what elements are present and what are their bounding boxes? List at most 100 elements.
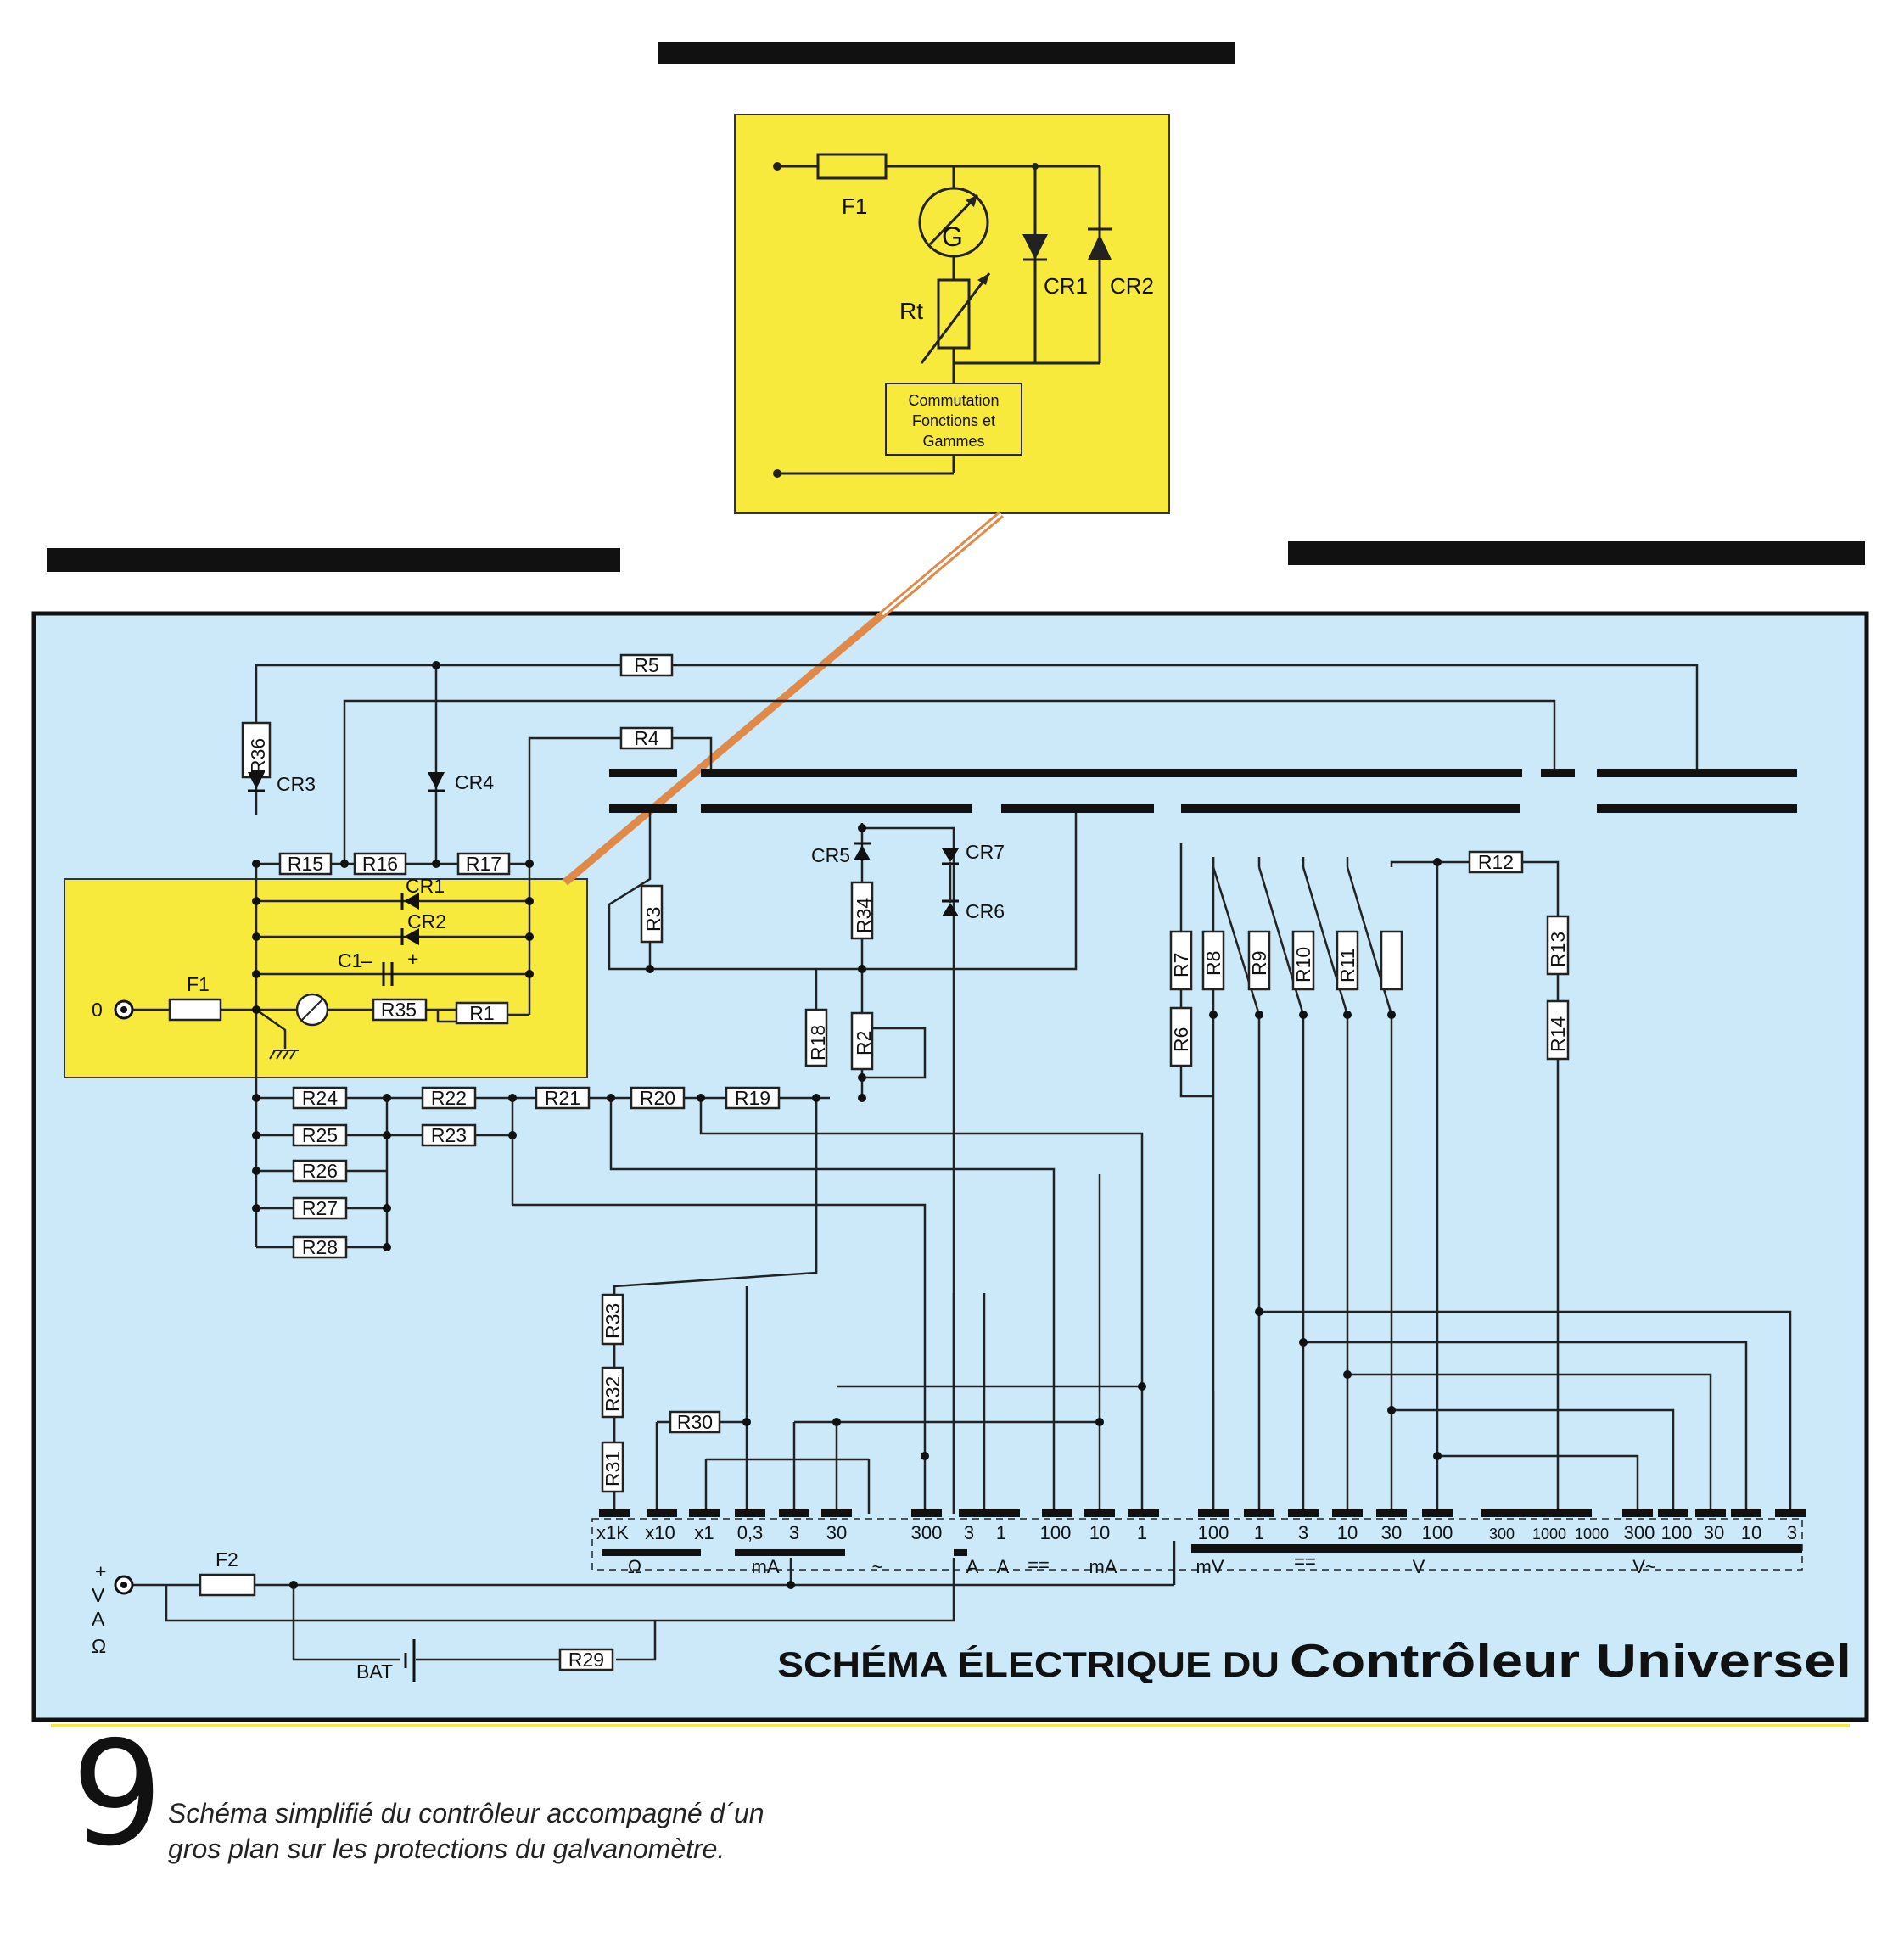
label-r33: R33 — [602, 1303, 624, 1339]
selector-label: 100 — [1198, 1522, 1229, 1543]
protection-highlight — [64, 878, 588, 1078]
selector-label: 100 — [1661, 1522, 1693, 1543]
selector-label: 30 — [826, 1522, 847, 1543]
diagram-title-part1: SCHÉMA ÉLECTRIQUE DU — [777, 1644, 1280, 1684]
label-r12: R12 — [1478, 851, 1514, 873]
selector-label: 100 — [1422, 1522, 1453, 1543]
label-r14: R14 — [1547, 1016, 1569, 1052]
inset-block-line2: Fonctions et — [912, 412, 995, 429]
label-cr2: CR2 — [407, 910, 446, 932]
caption-line-1: Schéma simplifié du contrôleur accompagn… — [168, 1798, 764, 1828]
label-r20: R20 — [640, 1087, 675, 1109]
selector-label: x1K — [596, 1522, 629, 1543]
label-r23: R23 — [431, 1124, 467, 1146]
label-r5: R5 — [634, 654, 658, 676]
figure-caption: Schéma simplifié du contrôleur accompagn… — [168, 1795, 764, 1867]
label-r32: R32 — [602, 1376, 624, 1412]
inset-galvanometer-label: G — [942, 221, 963, 252]
label-cr3: CR3 — [277, 773, 316, 795]
label-cr4: CR4 — [455, 771, 494, 793]
caption-line-2: gros plan sur les protections du galvano… — [168, 1834, 725, 1864]
selector-label: 10 — [1089, 1522, 1110, 1543]
selector-label: 300 — [1489, 1526, 1515, 1543]
selector-label: 1000 — [1532, 1526, 1566, 1543]
selector-label: 1000 — [1575, 1526, 1609, 1543]
right-bar — [1288, 541, 1865, 565]
range-group-dc2: == — [1294, 1551, 1316, 1572]
range-group-v-ac: V~ — [1632, 1556, 1656, 1577]
label-c1: C1 — [338, 949, 362, 972]
label-r24: R24 — [302, 1087, 338, 1109]
selector-label: 3 — [1787, 1522, 1797, 1543]
label-bat: BAT — [356, 1660, 393, 1683]
selector-label: 1 — [1137, 1522, 1147, 1543]
selector-label: 1 — [1254, 1522, 1264, 1543]
label-r18: R18 — [807, 1025, 829, 1061]
label-r27: R27 — [302, 1197, 338, 1219]
range-group-ac: ~ — [872, 1556, 883, 1577]
inset-block-line1: Commutation — [908, 392, 999, 409]
range-group-v-dc: V — [1413, 1556, 1425, 1577]
label-r19: R19 — [735, 1087, 770, 1109]
selector-label: 300 — [1624, 1522, 1655, 1543]
selector-label: 3 — [1298, 1522, 1308, 1543]
label-r1: R1 — [469, 1002, 494, 1024]
label-r11: R11 — [1336, 949, 1358, 983]
label-f1: F1 — [187, 973, 210, 995]
range-group-ma: mA — [752, 1556, 780, 1577]
figure-number: 9 — [71, 1711, 164, 1879]
range-group-a-dc: A — [997, 1556, 1010, 1577]
label-c1-plus: + — [407, 948, 418, 970]
selector-label: 30 — [1381, 1522, 1402, 1543]
selector-label: 3 — [789, 1522, 799, 1543]
label-input-ohm: Ω — [92, 1635, 106, 1657]
label-r21: R21 — [545, 1087, 580, 1109]
label-r7: R7 — [1170, 953, 1192, 977]
selector-label: 3 — [964, 1522, 974, 1543]
range-group-dc1: == — [1028, 1554, 1050, 1576]
diagram-title-part2: Contrôleur Universel — [1290, 1634, 1851, 1687]
selector-label: x1 — [694, 1522, 714, 1543]
label-r36: R36 — [247, 738, 269, 774]
label-r9: R9 — [1248, 951, 1270, 976]
label-r31: R31 — [602, 1451, 624, 1487]
label-r17: R17 — [466, 853, 501, 875]
selector-label: x10 — [645, 1522, 675, 1543]
label-r22: R22 — [431, 1087, 467, 1109]
label-cr6: CR6 — [966, 900, 1005, 922]
label-input-plus: + — [95, 1560, 106, 1582]
label-r10: R10 — [1292, 947, 1314, 983]
label-r2: R2 — [853, 1031, 875, 1055]
inset-thermistor-label: Rt — [899, 298, 923, 324]
range-group-a-ac: A — [966, 1556, 979, 1577]
label-cr7: CR7 — [966, 841, 1005, 863]
label-r6: R6 — [1170, 1027, 1192, 1052]
range-group-mv: mV — [1196, 1556, 1224, 1577]
selector-label: 100 — [1040, 1522, 1072, 1543]
label-r35: R35 — [381, 999, 417, 1021]
inset-panel: F1 G Rt CR1 CR2 Commutation Fonctions et… — [734, 114, 1170, 514]
label-r25: R25 — [302, 1124, 338, 1146]
selector-label: 10 — [1741, 1522, 1761, 1543]
label-r28: R28 — [302, 1236, 338, 1258]
left-bar — [47, 548, 620, 572]
label-f2: F2 — [216, 1548, 238, 1571]
label-input-a: A — [92, 1608, 105, 1630]
selector-label: 0,3 — [737, 1522, 764, 1543]
label-r26: R26 — [302, 1160, 338, 1182]
label-r29: R29 — [568, 1649, 604, 1671]
label-r3: R3 — [642, 907, 664, 932]
label-cr1: CR1 — [406, 875, 445, 897]
selector-label: 1 — [996, 1522, 1006, 1543]
selector-label: 30 — [1704, 1522, 1724, 1543]
selector-label: 300 — [911, 1522, 943, 1543]
label-c1-minus: – — [361, 949, 372, 972]
label-r15: R15 — [288, 853, 323, 875]
label-r8: R8 — [1202, 951, 1224, 976]
label-r16: R16 — [362, 853, 398, 875]
label-r4: R4 — [634, 727, 659, 749]
inset-cr2-label: CR2 — [1110, 273, 1154, 299]
range-group-ma-dc: mA — [1089, 1556, 1117, 1577]
top-bar — [658, 42, 1235, 64]
